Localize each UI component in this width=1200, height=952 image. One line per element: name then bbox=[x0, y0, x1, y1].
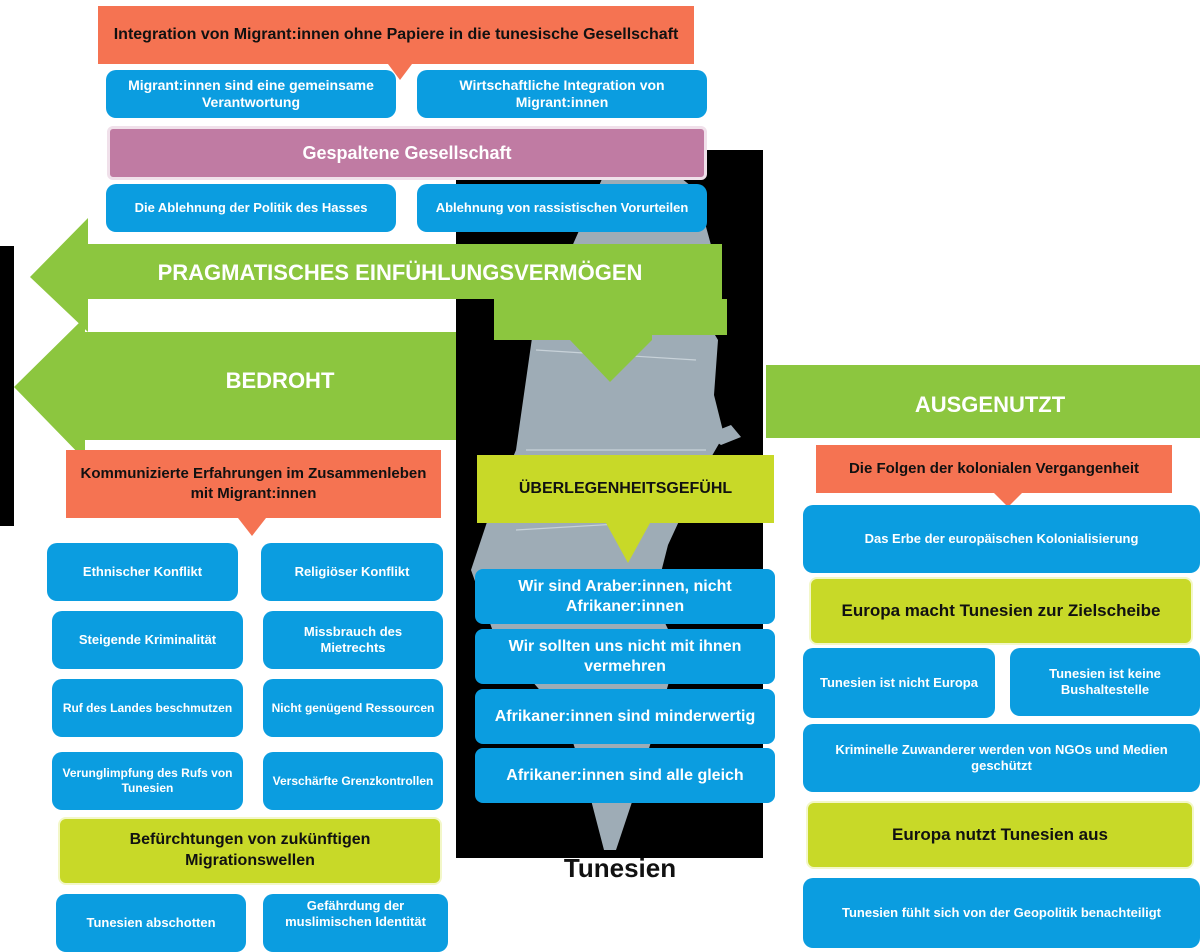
label-pragmatic: PRAGMATISCHES EINFÜHLUNGSVERMÖGEN bbox=[157, 260, 643, 285]
top-box-1: Migrant:innen sind eine gemeinsame Veran… bbox=[106, 70, 396, 118]
arrow-threatened bbox=[14, 317, 456, 460]
left-grid-2: Religiöser Konflikt bbox=[261, 543, 443, 601]
fears-box-1: Tunesien abschotten bbox=[56, 894, 246, 952]
label-exploited: AUSGENUTZT bbox=[914, 392, 1066, 417]
left-title: Kommunizierte Erfahrungen im Zusammenleb… bbox=[66, 450, 441, 518]
left-title-pointer bbox=[238, 518, 266, 536]
right-title: Die Folgen der kolonialen Vergangenheit bbox=[816, 445, 1172, 493]
left-grid-5: Ruf des Landes beschmutzen bbox=[52, 679, 243, 737]
divided-title: Gespaltene Gesellschaft bbox=[107, 126, 707, 180]
center-item-4: Afrikaner:innen sind alle gleich bbox=[475, 748, 775, 803]
divided-box-2: Ablehnung von rassistischen Vorurteilen bbox=[417, 184, 707, 232]
target-title: Europa macht Tunesien zur Zielscheibe bbox=[809, 577, 1193, 645]
right-title-pointer bbox=[994, 493, 1022, 507]
left-grid-4: Missbrauch des Mietrechts bbox=[263, 611, 443, 669]
left-grid-6: Nicht genügend Ressourcen bbox=[263, 679, 443, 737]
left-grid-3: Steigende Kriminalität bbox=[52, 611, 243, 669]
criminal-box: Kriminelle Zuwanderer werden von NGOs un… bbox=[803, 724, 1200, 792]
arrow-pragmatic bbox=[30, 218, 722, 332]
left-grid-1: Ethnischer Konflikt bbox=[47, 543, 238, 601]
center-title: ÜBERLEGENHEITSGEFÜHL bbox=[477, 455, 774, 523]
target-box-2: Tunesien ist keine Bushaltestelle bbox=[1010, 648, 1200, 716]
center-title-pointer bbox=[606, 523, 650, 563]
target-box-1: Tunesien ist nicht Europa bbox=[803, 648, 995, 718]
uses-title: Europa nutzt Tunesien aus bbox=[806, 801, 1194, 869]
arrow-exploited bbox=[766, 365, 1200, 438]
fears-title: Befürchtungen von zukünftigen Migrations… bbox=[58, 817, 442, 885]
center-item-2: Wir sollten uns nicht mit ihnen vermehre… bbox=[475, 629, 775, 684]
fears-box-2: Gefährdung der muslimischen Identität bbox=[263, 894, 448, 952]
center-item-1: Wir sind Araber:innen, nicht Afrikaner:i… bbox=[475, 569, 775, 624]
left-grid-7: Verunglimpfung des Rufs von Tunesien bbox=[52, 752, 243, 810]
label-threatened: BEDROHT bbox=[225, 368, 335, 393]
left-edge-bar bbox=[0, 246, 14, 526]
heritage-box: Das Erbe der europäischen Kolonialisieru… bbox=[803, 505, 1200, 573]
arrow-down-center bbox=[494, 299, 727, 382]
center-item-3: Afrikaner:innen sind minderwertig bbox=[475, 689, 775, 744]
geo-box: Tunesien fühlt sich von der Geopolitik b… bbox=[803, 878, 1200, 948]
map-label: Tunesien bbox=[563, 853, 677, 883]
top-title: Integration von Migrant:innen ohne Papie… bbox=[98, 6, 694, 64]
left-grid-8: Verschärfte Grenzkontrollen bbox=[263, 752, 443, 810]
top-box-2: Wirtschaftliche Integration von Migrant:… bbox=[417, 70, 707, 118]
divided-box-1: Die Ablehnung der Politik des Hasses bbox=[106, 184, 396, 232]
